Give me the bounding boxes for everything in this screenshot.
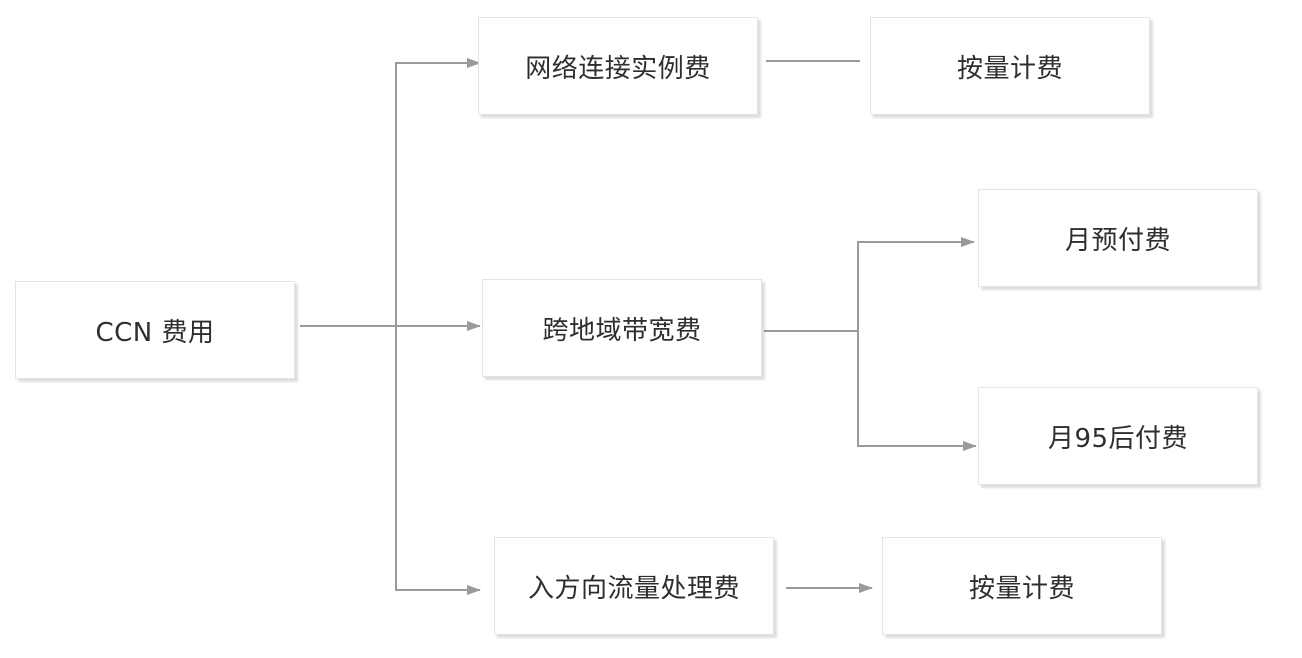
node-ccn-fee-label: CCN 费用 — [95, 317, 215, 348]
node-bandwidth-fee: 跨地域带宽费 — [482, 279, 762, 377]
node-ccn-fee: CCN 费用 — [15, 281, 295, 379]
node-monthly-95-postpaid-label: 月95后付费 — [1047, 423, 1189, 454]
node-instance-fee-label: 网络连接实例费 — [525, 53, 711, 84]
node-monthly-prepaid-label: 月预付费 — [1064, 225, 1171, 256]
node-instance-billing-label: 按量计费 — [956, 53, 1063, 84]
node-instance-billing: 按量计费 — [870, 17, 1150, 115]
node-instance-fee: 网络连接实例费 — [478, 17, 758, 115]
node-monthly-prepaid: 月预付费 — [978, 189, 1258, 287]
node-inbound-traffic-fee: 入方向流量处理费 — [494, 537, 774, 635]
node-inbound-billing: 按量计费 — [882, 537, 1162, 635]
node-monthly-95-postpaid: 月95后付费 — [978, 387, 1258, 485]
node-inbound-billing-label: 按量计费 — [968, 573, 1075, 604]
node-inbound-traffic-fee-label: 入方向流量处理费 — [527, 573, 740, 604]
node-bandwidth-fee-label: 跨地域带宽费 — [542, 315, 702, 346]
